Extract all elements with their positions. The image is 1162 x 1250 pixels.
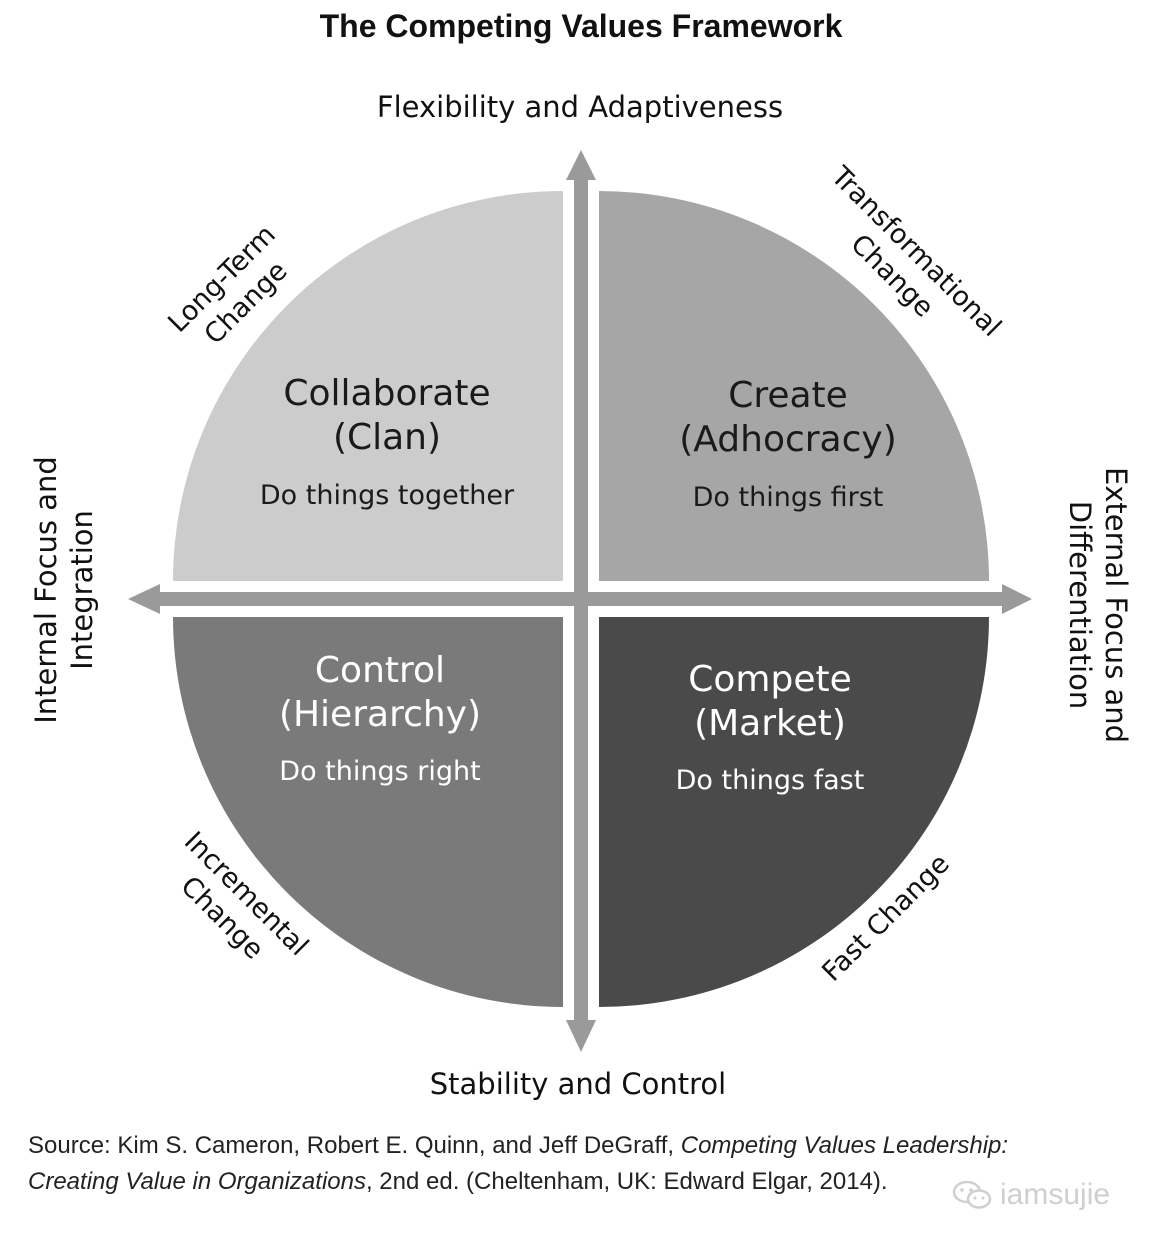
axis-label-left-line1: Internal Focus and [29,456,63,724]
wechat-icon [952,1180,992,1209]
watermark-text: iamsujie [1000,1178,1111,1211]
clan-type: (Clan) [333,417,441,458]
axis-label-right-line1: External Focus and [1099,467,1133,743]
market-motto: Do things fast [676,765,865,796]
hierarchy-motto: Do things right [279,756,480,787]
quadrant-market [599,617,989,1007]
source-citation: Source: Kim S. Cameron, Robert E. Quinn,… [28,1128,1048,1200]
quadrant-hierarchy [173,617,563,1007]
cvf-diagram: Flexibility and Adaptiveness Stability a… [29,90,1133,1101]
quadrant-market-text: Compete (Market) Do things fast [676,659,865,796]
hierarchy-type: (Hierarchy) [279,694,481,735]
horizontal-arrow [128,584,1032,614]
watermark: iamsujie [952,1178,1110,1212]
market-type: (Market) [694,703,846,744]
axis-label-left: Internal Focus and Integration [29,456,99,724]
source-book-title: Competing Values Leadership: Creating Va… [28,1132,1009,1195]
hierarchy-name: Control [315,650,445,691]
diagram-title: The Competing Values Framework [319,8,843,44]
axis-label-right: External Focus and Differentiation [1063,467,1133,743]
source-prefix: Source: Kim S. Cameron, Robert E. Quinn,… [28,1132,681,1159]
axis-label-top: Flexibility and Adaptiveness [377,90,783,124]
adhocracy-type: (Adhocracy) [679,419,897,460]
adhocracy-motto: Do things first [693,482,884,513]
clan-name: Collaborate [283,373,490,414]
adhocracy-name: Create [728,375,848,416]
quadrant-clan [173,191,563,581]
quadrant-clan-text: Collaborate (Clan) Do things together [260,373,515,511]
axis-label-right-line2: Differentiation [1063,501,1097,709]
quadrant-adhocracy-text: Create (Adhocracy) Do things first [679,375,897,513]
source-suffix: , 2nd ed. (Cheltenham, UK: Edward Elgar,… [365,1168,888,1195]
quadrant-adhocracy [599,191,989,581]
clan-motto: Do things together [260,480,515,511]
axis-label-left-line2: Integration [65,510,99,670]
market-name: Compete [688,659,852,700]
quadrant-hierarchy-text: Control (Hierarchy) Do things right [279,650,481,787]
axis-label-bottom: Stability and Control [430,1067,727,1101]
